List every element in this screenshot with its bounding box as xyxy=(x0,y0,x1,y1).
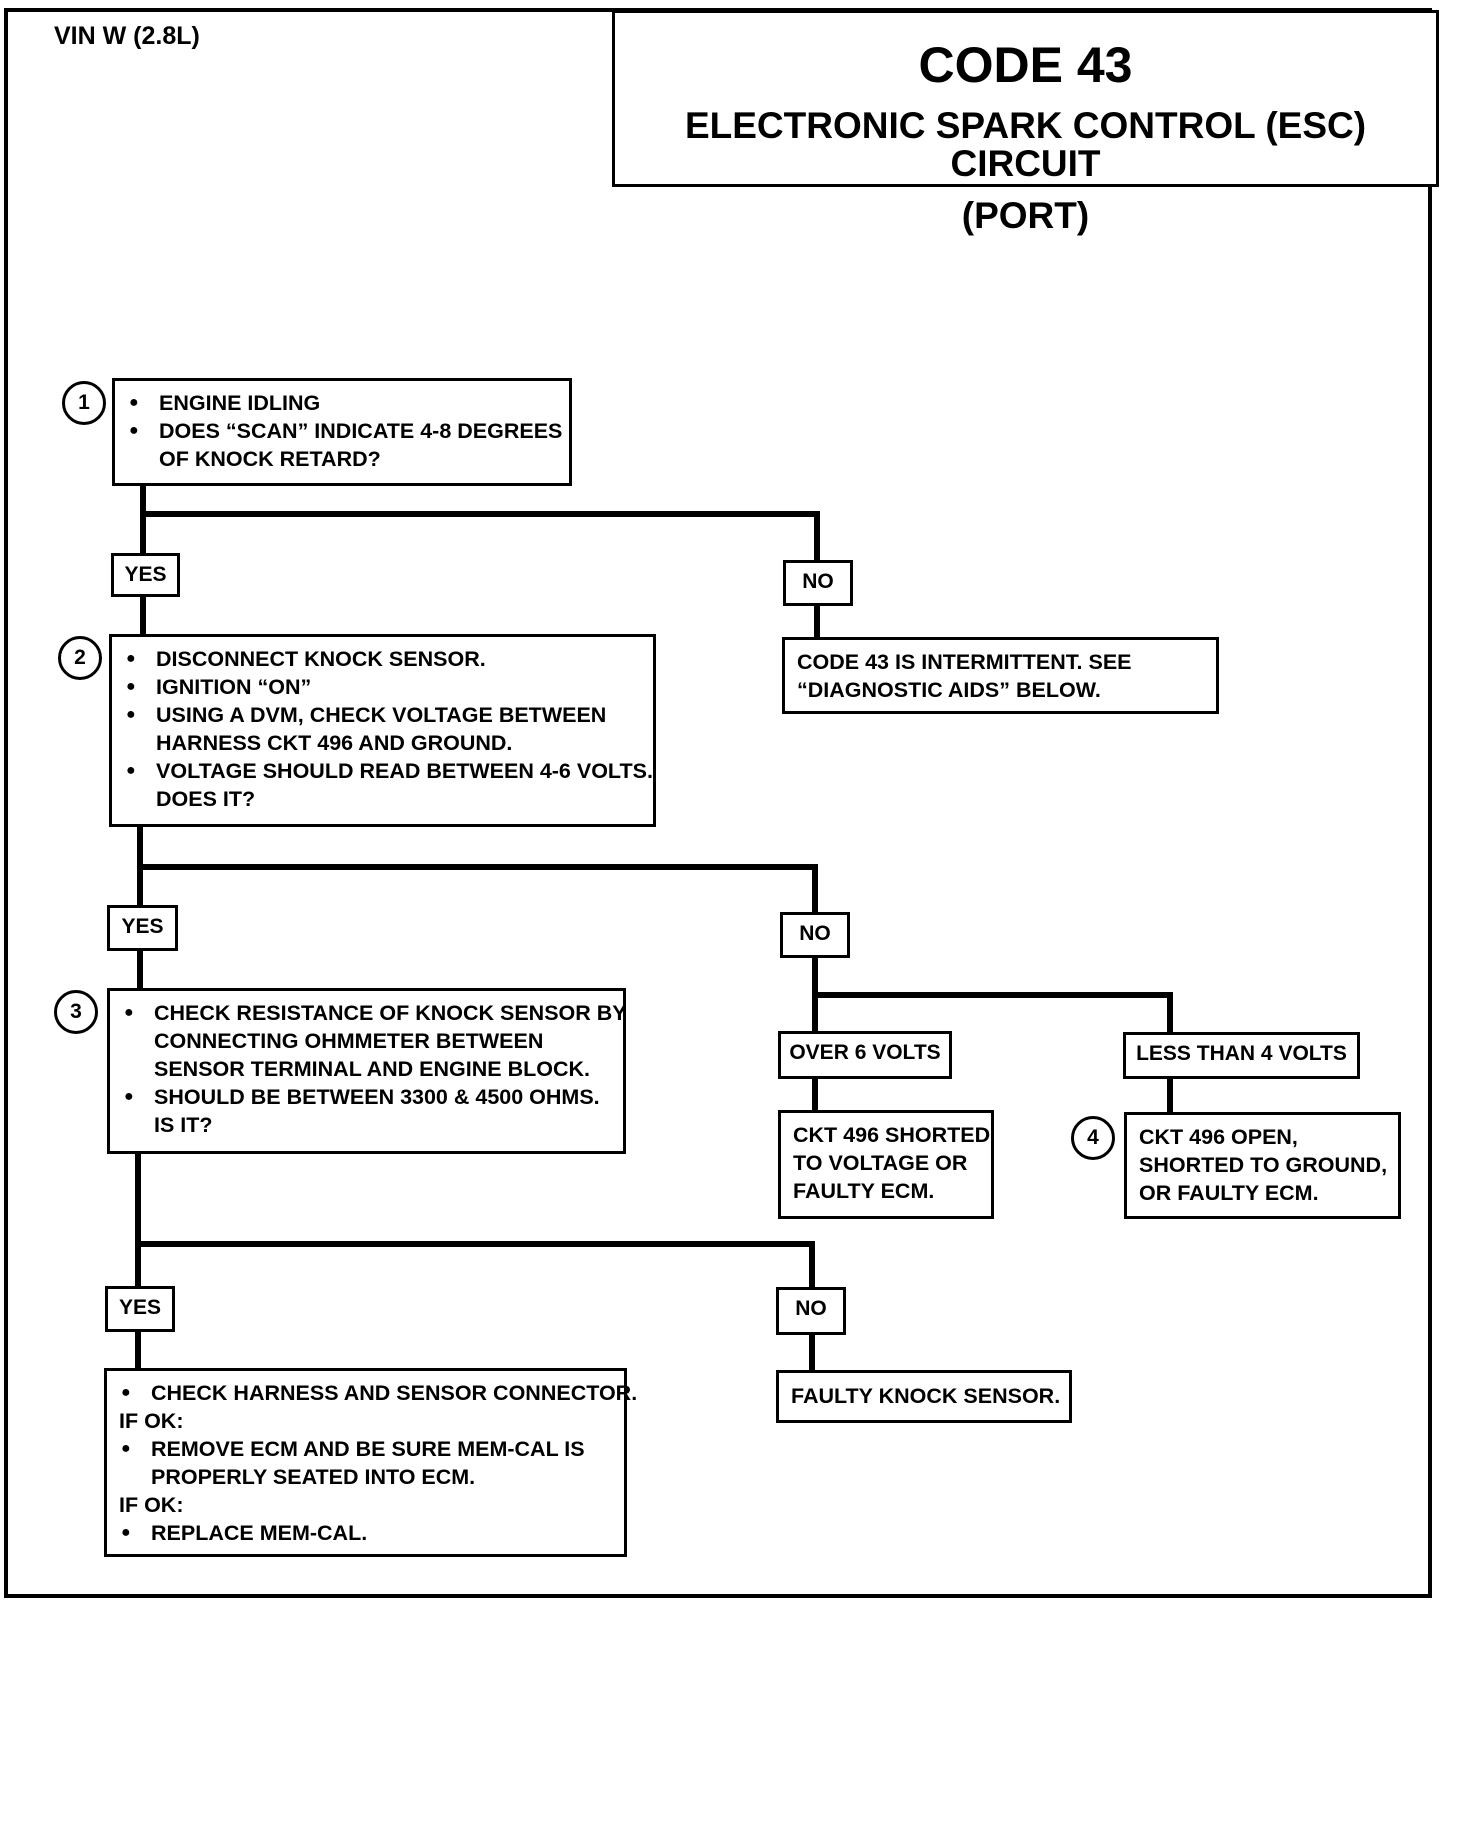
step-2-item: DISCONNECT KNOCK SENSOR. xyxy=(124,645,643,673)
open-line: SHORTED TO GROUND, xyxy=(1139,1153,1388,1177)
shorted-line: CKT 496 SHORTED xyxy=(793,1123,991,1147)
step-1-item: ENGINE IDLING xyxy=(127,389,559,417)
yes-label-3: YES xyxy=(105,1286,175,1332)
step-1-marker: 1 xyxy=(62,381,106,425)
intermittent-line: CODE 43 IS INTERMITTENT. SEE xyxy=(797,650,1132,674)
step-1-item: DOES “SCAN” INDICATE 4-8 DEGREES xyxy=(127,417,562,445)
no-label-3: NO xyxy=(776,1287,846,1335)
check-harness-item: PROPERLY SEATED INTO ECM. xyxy=(151,1465,476,1489)
step-3-item: CHECK RESISTANCE OF KNOCK SENSOR BY xyxy=(122,999,627,1027)
no-label-2: NO xyxy=(780,912,850,958)
title-box: CODE 43 ELECTRONIC SPARK CONTROL (ESC) C… xyxy=(612,10,1439,235)
code-title: CODE 43 xyxy=(918,37,1133,93)
circuit-title-line1: ELECTRONIC SPARK CONTROL (ESC) CIRCUIT xyxy=(684,105,1367,184)
open-line: CKT 496 OPEN, xyxy=(1139,1125,1298,1149)
yes-label-1: YES xyxy=(111,553,180,597)
step-2-item: HARNESS CKT 496 AND GROUND. xyxy=(156,731,513,755)
check-harness-box: CHECK HARNESS AND SENSOR CONNECTOR. IF O… xyxy=(104,1368,637,1557)
line-split-horizontal xyxy=(812,992,1173,1036)
no-label-1: NO xyxy=(783,560,853,606)
check-harness-item: REMOVE ECM AND BE SURE MEM-CAL IS xyxy=(119,1435,614,1463)
yes-label-2: YES xyxy=(107,905,178,951)
step-3-item: IS IT? xyxy=(154,1113,213,1137)
step-2-box: DISCONNECT KNOCK SENSOR. IGNITION “ON” U… xyxy=(109,634,656,827)
shorted-line: TO VOLTAGE OR xyxy=(793,1151,968,1175)
step-3-item: CONNECTING OHMMETER BETWEEN xyxy=(154,1029,544,1053)
step-3-item: SENSOR TERMINAL AND ENGINE BLOCK. xyxy=(154,1057,590,1081)
circuit-title-line2: (PORT) xyxy=(961,195,1090,236)
open-ground-box: CKT 496 OPEN, SHORTED TO GROUND, OR FAUL… xyxy=(1124,1112,1401,1219)
step-3-marker: 3 xyxy=(54,990,98,1034)
step-2-marker: 2 xyxy=(58,636,102,680)
less-than-4-volts-label: LESS THAN 4 VOLTS xyxy=(1123,1032,1360,1079)
step-1-box: ENGINE IDLING DOES “SCAN” INDICATE 4-8 D… xyxy=(112,378,572,486)
intermittent-line: “DIAGNOSTIC AIDS” BELOW. xyxy=(797,678,1101,702)
step-2-item: VOLTAGE SHOULD READ BETWEEN 4-6 VOLTS. xyxy=(124,757,653,785)
step-2-item: DOES IT? xyxy=(156,787,256,811)
step-2-item: IGNITION “ON” xyxy=(124,673,643,701)
line-step1-no xyxy=(140,511,820,567)
open-line: OR FAULTY ECM. xyxy=(1139,1181,1319,1205)
check-harness-item: IF OK: xyxy=(119,1493,184,1517)
step-3-box: CHECK RESISTANCE OF KNOCK SENSOR BY CONN… xyxy=(107,988,627,1154)
vin-label: VIN W (2.8L) xyxy=(54,22,200,50)
shorted-line: FAULTY ECM. xyxy=(793,1179,935,1203)
intermittent-box: CODE 43 IS INTERMITTENT. SEE “DIAGNOSTIC… xyxy=(782,637,1219,714)
line-step2-no xyxy=(137,864,818,918)
check-harness-item: IF OK: xyxy=(119,1409,184,1433)
step-2-item: USING A DVM, CHECK VOLTAGE BETWEEN xyxy=(124,701,643,729)
check-harness-item: REPLACE MEM-CAL. xyxy=(119,1519,614,1547)
step-3-item: SHOULD BE BETWEEN 3300 & 4500 OHMS. xyxy=(122,1083,613,1111)
shorted-to-voltage-box: CKT 496 SHORTED TO VOLTAGE OR FAULTY ECM… xyxy=(778,1110,994,1219)
step-4-marker: 4 xyxy=(1071,1116,1115,1160)
faulty-knock-sensor-box: FAULTY KNOCK SENSOR. xyxy=(776,1370,1072,1423)
step-1-item: OF KNOCK RETARD? xyxy=(159,447,381,471)
line-step3-no xyxy=(135,1241,815,1293)
over-6-volts-label: OVER 6 VOLTS xyxy=(778,1031,952,1079)
check-harness-item: CHECK HARNESS AND SENSOR CONNECTOR. xyxy=(119,1379,637,1407)
